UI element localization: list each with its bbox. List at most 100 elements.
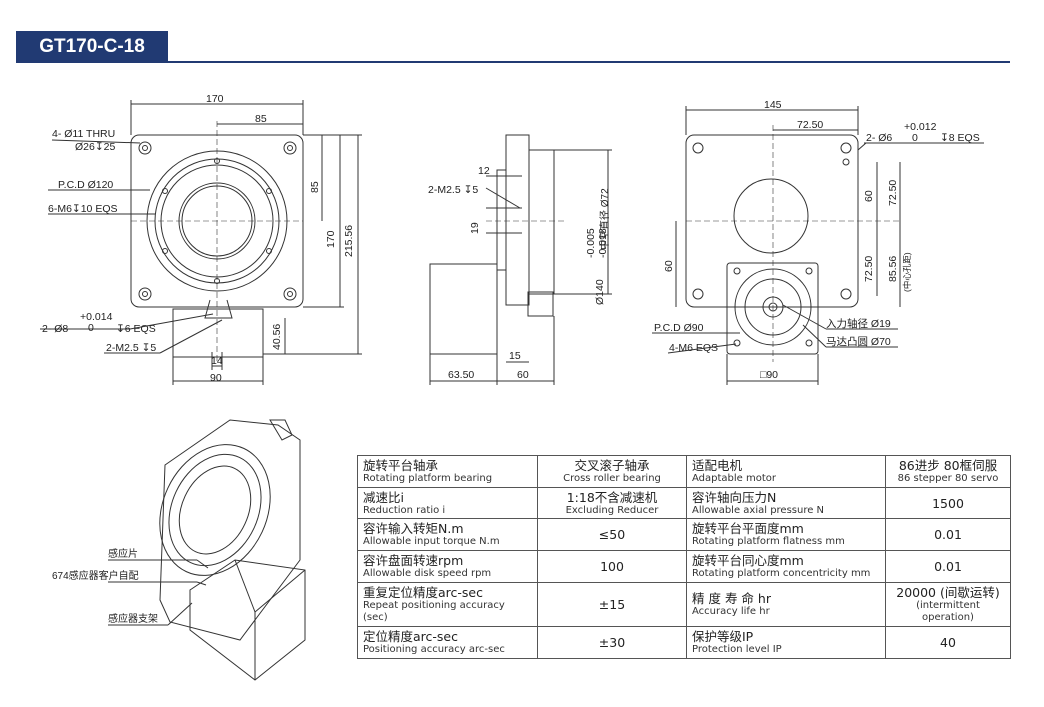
square-90-label: □90 — [760, 369, 778, 381]
side-view — [429, 134, 612, 385]
m25-note-front: 2-M2.5 ↧5 — [106, 342, 156, 354]
spec-key-en: Allowable disk speed rpm — [363, 568, 492, 580]
spec-key-en: Rotating platform concentricity mm — [692, 568, 871, 580]
spec-value-cn: ±15 — [598, 597, 626, 613]
spec-key-cn: 容许轴向压力N — [692, 489, 777, 505]
spec-key-en: Adaptable motor — [692, 472, 777, 484]
title-rule — [168, 61, 1010, 63]
spec-key-cn: 定位精度arc-sec — [363, 629, 458, 645]
dim-60-right-label: 60 — [863, 190, 875, 202]
spec-value: 0.01 — [885, 518, 1011, 552]
rear-pin-depth: ↧8 EQS — [940, 132, 980, 144]
spec-value: 20000 (间歇运转)(intermittent operation) — [885, 581, 1011, 628]
dim-7250-r1-label: 72.50 — [887, 180, 899, 206]
pin-tol-lower: 0 — [88, 322, 94, 334]
spec-value: 0.01 — [885, 550, 1011, 583]
spec-key-en: Allowable axial pressure N — [692, 504, 825, 516]
spec-value-cn: 1500 — [932, 495, 964, 511]
rear-pcd-note: P.C.D Ø90 — [654, 322, 704, 334]
flange-tol-1: -0.005 — [585, 228, 597, 258]
dim-145-label: 145 — [764, 99, 782, 111]
dim-60-side-label: 60 — [517, 369, 529, 381]
rear-tap-note: 4-M6 EQS — [669, 342, 718, 354]
dim-height-label: 170 — [325, 230, 337, 248]
bore-note: 中空直径 Ø72 — [598, 188, 611, 250]
iso-view — [108, 419, 306, 681]
dim-total-label: 215.56 — [343, 225, 355, 257]
spec-value-cn: 0.01 — [934, 527, 962, 543]
spec-value-cn: ±30 — [598, 635, 626, 651]
label-sensor-bracket: 感应器支架 — [108, 612, 158, 625]
center-distance-note: (中心孔距) — [902, 252, 912, 292]
rear-view — [652, 106, 984, 385]
dim-7250-r2-label: 72.50 — [863, 256, 875, 282]
spec-value-cn: 交叉滚子轴承 — [574, 457, 650, 473]
spec-key-en: Protection level IP — [692, 644, 782, 656]
m25-note-side: 2-M2.5 ↧5 — [428, 184, 478, 196]
dim-height-half-label: 85 — [309, 181, 321, 193]
dim-12-label: 12 — [478, 165, 490, 177]
pin-tol-upper: +0.014 — [80, 311, 113, 323]
spec-value-en: Excluding Reducer — [565, 504, 659, 516]
thru-hole-note: 4- Ø11 THRU — [52, 128, 115, 140]
tap-note: 6-M6↧10 EQS — [48, 203, 118, 215]
pin-note-right: ↧6 EQS — [116, 323, 156, 335]
pin-note-left: 2- Ø8 — [42, 323, 68, 335]
spec-value-en: Cross roller bearing — [563, 472, 661, 484]
spec-key-en: Accuracy life hr — [692, 606, 770, 618]
spec-value: ±30 — [537, 626, 687, 659]
counterbore-note: Ø26↧25 — [75, 141, 115, 153]
spec-key-cn: 旋转平台轴承 — [363, 457, 439, 473]
spec-value: ±15 — [537, 581, 687, 628]
spec-value: 100 — [537, 550, 687, 583]
dim-19-label: 19 — [469, 222, 481, 234]
rear-pin-tol-upper: +0.012 — [904, 121, 937, 133]
spec-value-en: (intermittent operation) — [916, 600, 980, 624]
spec-value-cn: 40 — [940, 635, 956, 651]
dim-7250-top-label: 72.50 — [797, 119, 823, 131]
label-bracket-custom: 674感应器客户自配 — [52, 569, 139, 582]
spec-key-cn: 旋转平台平面度mm — [692, 521, 804, 537]
spec-value-cn: 1:18不含减速机 — [566, 489, 658, 505]
spec-key-cn: 重复定位精度arc-sec — [363, 585, 483, 601]
spec-value: ≤50 — [537, 518, 687, 552]
motor-boss-note: 马达凸圆 Ø70 — [826, 336, 891, 348]
spec-key-cn: 适配电机 — [692, 457, 743, 473]
spec-key-cn: 旋转平台同心度mm — [692, 553, 804, 569]
spec-value: 1500 — [885, 486, 1011, 520]
dim-90-label: 90 — [210, 372, 222, 384]
front-view — [40, 100, 362, 385]
spec-key-en: Allowable input torque N.m — [363, 536, 500, 548]
spec-key-en: Repeat positioning accuracy (sec) — [363, 600, 505, 624]
shaft-dia-note: 入力轴径 Ø19 — [826, 317, 891, 330]
spec-key-cn: 容许盘面转速rpm — [363, 553, 464, 569]
spec-value-cn: 86进步 80框伺服 — [898, 457, 998, 473]
spec-value-cn: 100 — [600, 559, 624, 575]
pcd-note: P.C.D Ø120 — [58, 179, 113, 191]
spec-key-en: Reduction ratio i — [363, 504, 446, 516]
spec-value-cn: 20000 (间歇运转) — [896, 585, 1000, 601]
spec-value-en: 86 stepper 80 servo — [897, 472, 999, 484]
spec-value: 40 — [885, 626, 1011, 659]
dim-half-label: 85 — [255, 113, 267, 125]
rear-pin-tol-lower: 0 — [912, 132, 918, 144]
spec-key-cn: 保护等级IP — [692, 629, 754, 645]
dim-6350-label: 63.50 — [448, 369, 474, 381]
